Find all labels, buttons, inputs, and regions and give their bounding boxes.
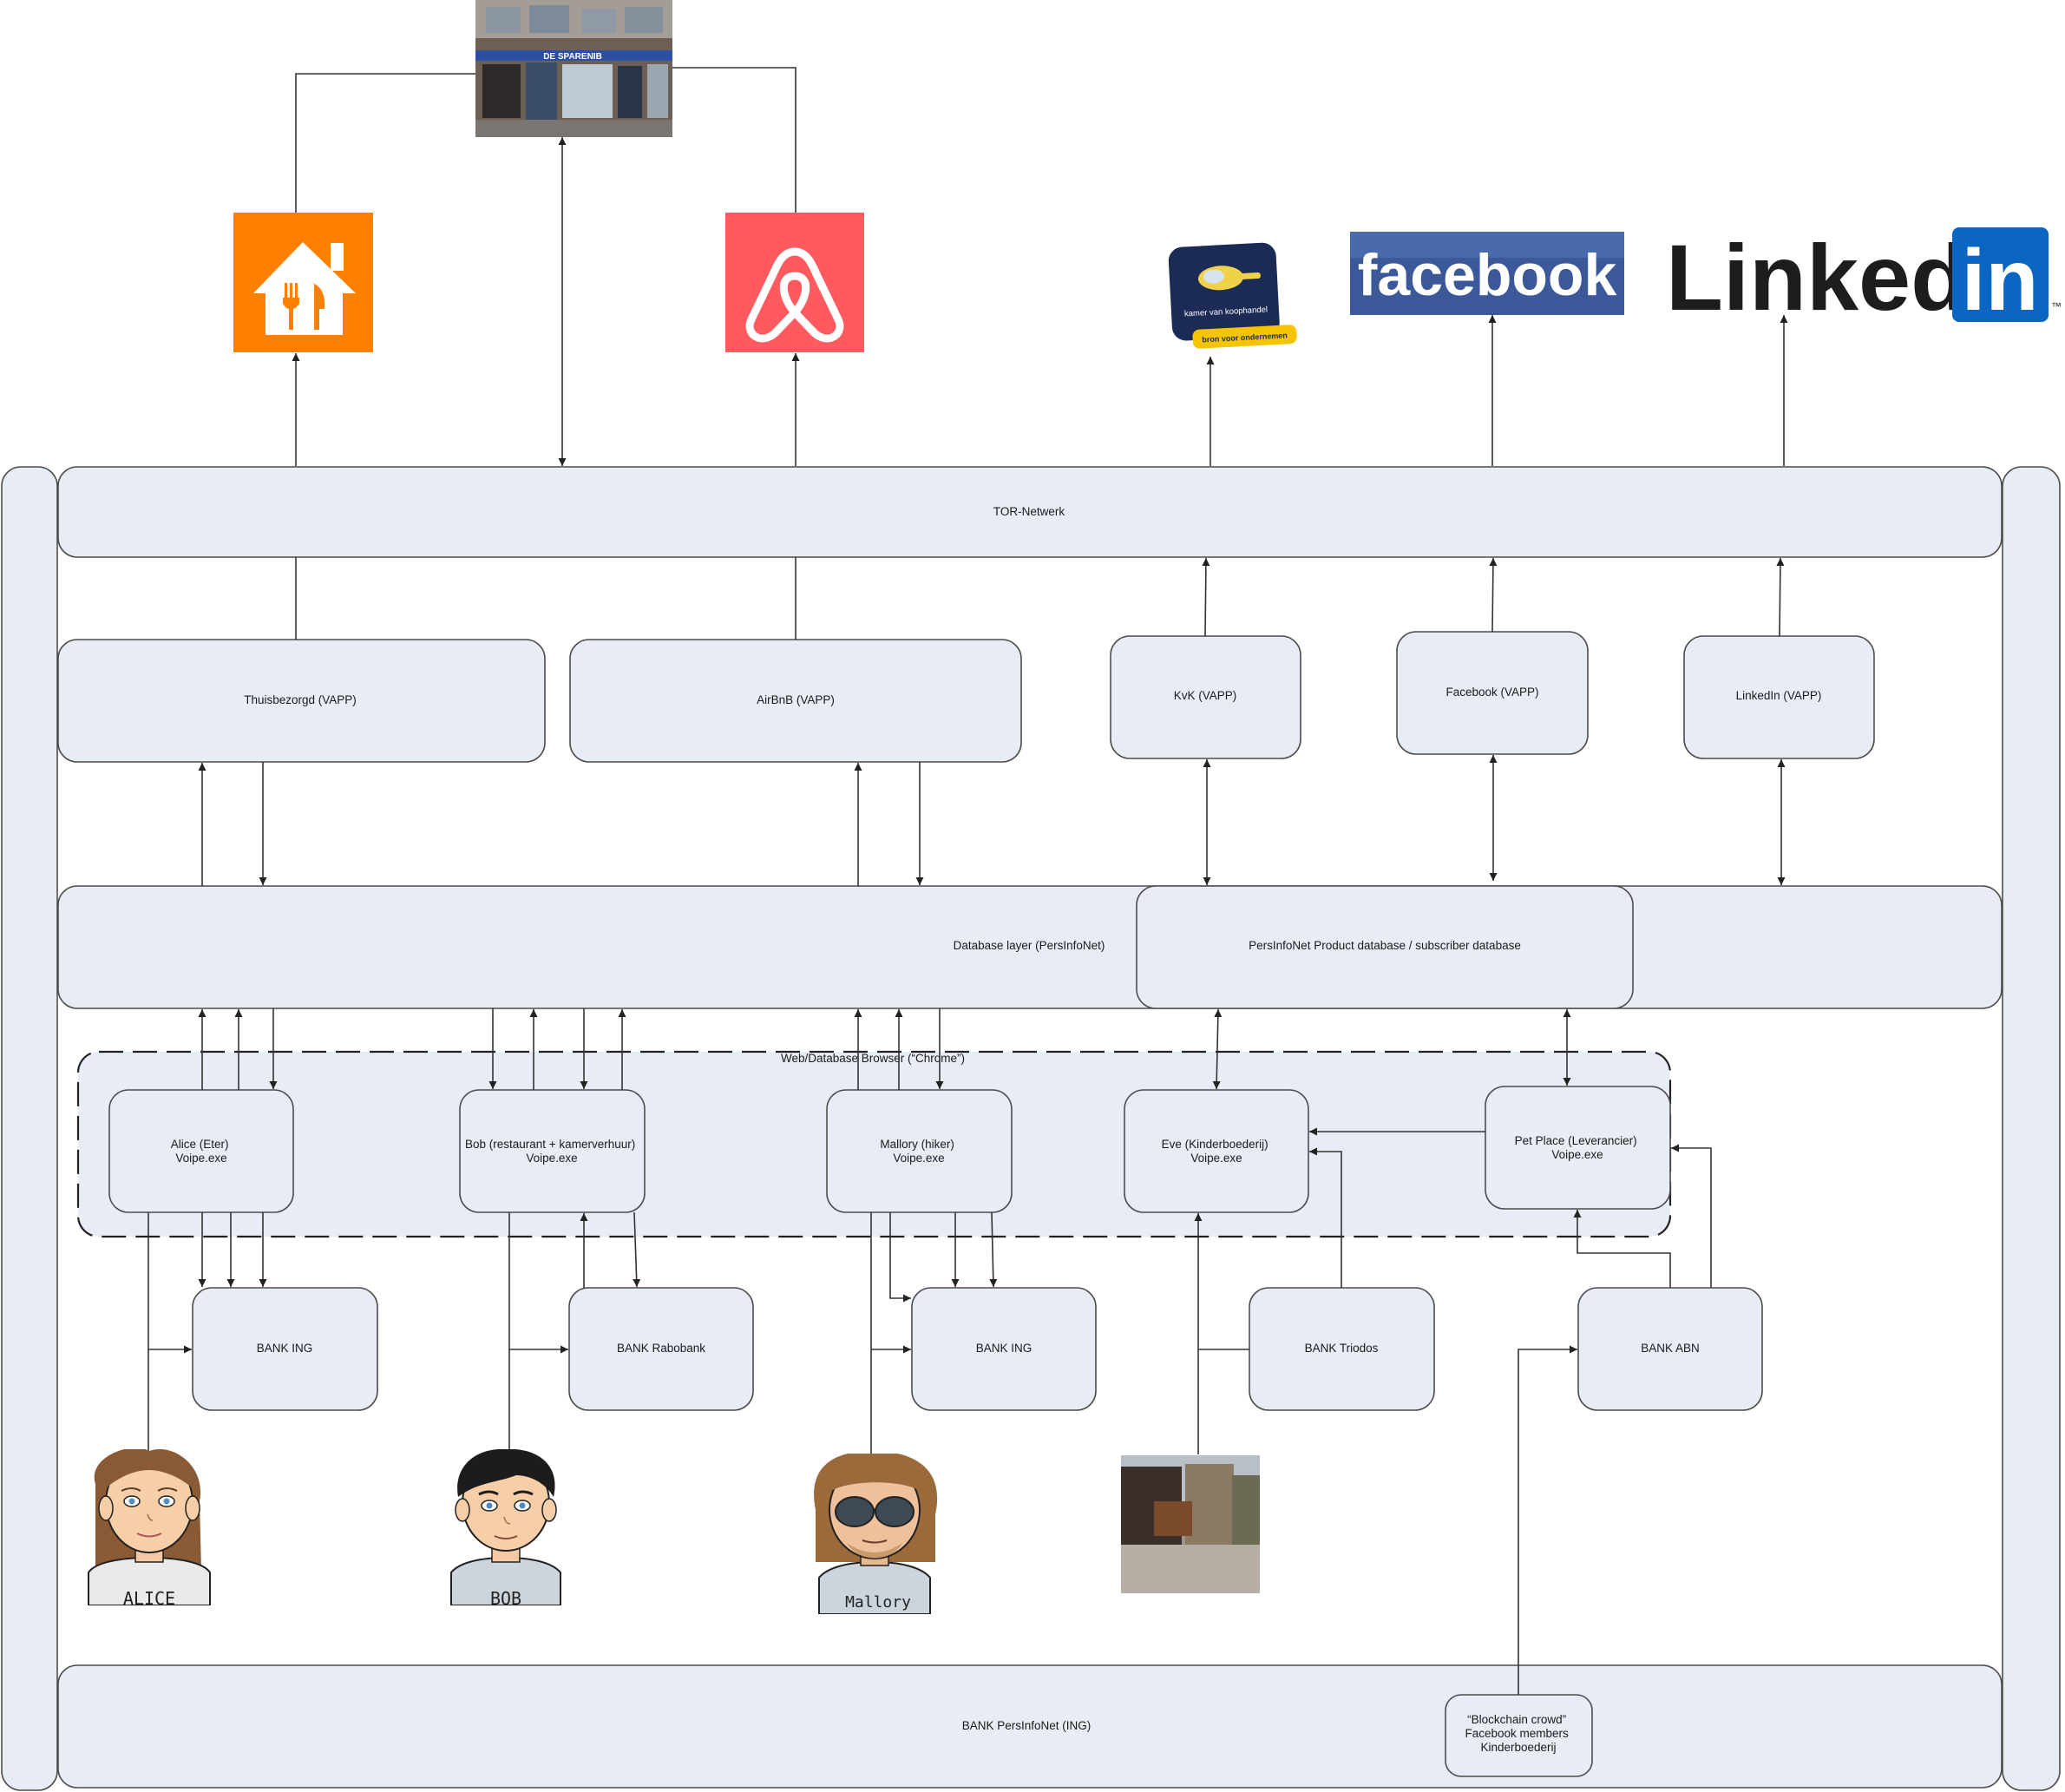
bank-rabobank-label: BANK Rabobank bbox=[617, 1342, 705, 1355]
storefront-sign: DE SPARENIB bbox=[543, 52, 602, 62]
alice-caption: ALICE bbox=[123, 1588, 175, 1609]
airbnb-logo bbox=[725, 213, 864, 352]
kvk-logo: kamer van koophandel bron voor onderneme… bbox=[1168, 242, 1297, 349]
bank-triodos-label: BANK Triodos bbox=[1305, 1342, 1379, 1355]
alice-avatar: ALICE bbox=[88, 1449, 211, 1609]
facebook-vapp-label: Facebook (VAPP) bbox=[1446, 686, 1538, 699]
facebook-wordmark: facebook bbox=[1358, 242, 1617, 308]
airbnb-vapp-label: AirBnB (VAPP) bbox=[757, 693, 835, 706]
facebook-logo: facebook bbox=[1350, 232, 1624, 315]
eve-voipe-label: Eve (Kinderboederij) Voipe.exe bbox=[1162, 1138, 1272, 1165]
linkedin-vapp-box[interactable] bbox=[1683, 635, 1875, 759]
storefront-photo: DE SPARENIB bbox=[475, 0, 672, 137]
blockchain-crowd-label: “Blockchain crowd” Facebook members Kind… bbox=[1465, 1713, 1571, 1754]
product-database-label: PersInfoNet Product database / subscribe… bbox=[1249, 939, 1521, 952]
tor-network-label: TOR-Netwerk bbox=[993, 505, 1065, 518]
bank-ing-box-2[interactable] bbox=[911, 1287, 1097, 1411]
linkedin-vapp-label: LinkedIn (VAPP) bbox=[1736, 689, 1822, 702]
mallory-caption: Mallory bbox=[845, 1593, 911, 1611]
linkedin-logo: Linked in ™ bbox=[1666, 225, 2062, 330]
bob-avatar: BOB bbox=[450, 1449, 561, 1609]
mallory-voipe-label: Mallory (hiker) Voipe.exe bbox=[880, 1138, 957, 1165]
pet-place-voipe-box[interactable] bbox=[1485, 1086, 1671, 1210]
mallory-voipe-box[interactable] bbox=[826, 1089, 1013, 1213]
tor-network-box[interactable] bbox=[57, 466, 2003, 558]
kvk-name: kamer van koophandel bbox=[1184, 305, 1268, 319]
right-rail bbox=[2002, 466, 2061, 1791]
linkedin-in-box: in bbox=[1962, 232, 2039, 329]
connectors bbox=[148, 67, 1788, 1695]
pet-place-voipe-label: Pet Place (Leverancier) Voipe.exe bbox=[1515, 1134, 1641, 1161]
kvk-vapp-label: KvK (VAPP) bbox=[1174, 689, 1237, 702]
thuisbezorgd-logo bbox=[233, 213, 373, 352]
eve-photo bbox=[1121, 1455, 1260, 1593]
bank-ing-box-1[interactable] bbox=[192, 1287, 378, 1411]
eve-voipe-box[interactable] bbox=[1124, 1089, 1309, 1213]
database-layer-label: Database layer (PersInfoNet) bbox=[954, 939, 1105, 952]
bank-rabobank-box[interactable] bbox=[568, 1287, 754, 1411]
left-rail bbox=[1, 466, 58, 1791]
key-icon bbox=[1197, 266, 1261, 291]
bank-abn-label: BANK ABN bbox=[1641, 1342, 1700, 1355]
linkedin-wordmark: Linked bbox=[1666, 225, 1968, 330]
bob-caption: BOB bbox=[490, 1588, 521, 1609]
mallory-avatar: Mallory bbox=[814, 1454, 938, 1614]
airbnb-belo-icon bbox=[745, 247, 844, 343]
bank-ing-label-1: BANK ING bbox=[257, 1342, 313, 1355]
thuisbezorgd-vapp-box[interactable] bbox=[57, 639, 546, 763]
bob-voipe-label: Bob (restaurant + kamerverhuur) Voipe.ex… bbox=[465, 1138, 639, 1165]
house-fork-knife-icon bbox=[253, 242, 356, 335]
browser-label: Web/Database Browser (“Chrome”) bbox=[781, 1052, 965, 1065]
bank-ing-label-2: BANK ING bbox=[976, 1342, 1032, 1355]
alice-voipe-label: Alice (Eter) Voipe.exe bbox=[171, 1138, 233, 1165]
bob-voipe-box[interactable] bbox=[459, 1089, 646, 1213]
bank-persinfonet-label: BANK PersInfoNet (ING) bbox=[962, 1719, 1092, 1732]
alice-voipe-box[interactable] bbox=[108, 1089, 294, 1213]
thuisbezorgd-vapp-label: Thuisbezorgd (VAPP) bbox=[244, 693, 357, 706]
linkedin-tm: ™ bbox=[2051, 300, 2062, 312]
product-database-box[interactable] bbox=[1136, 885, 1634, 1009]
